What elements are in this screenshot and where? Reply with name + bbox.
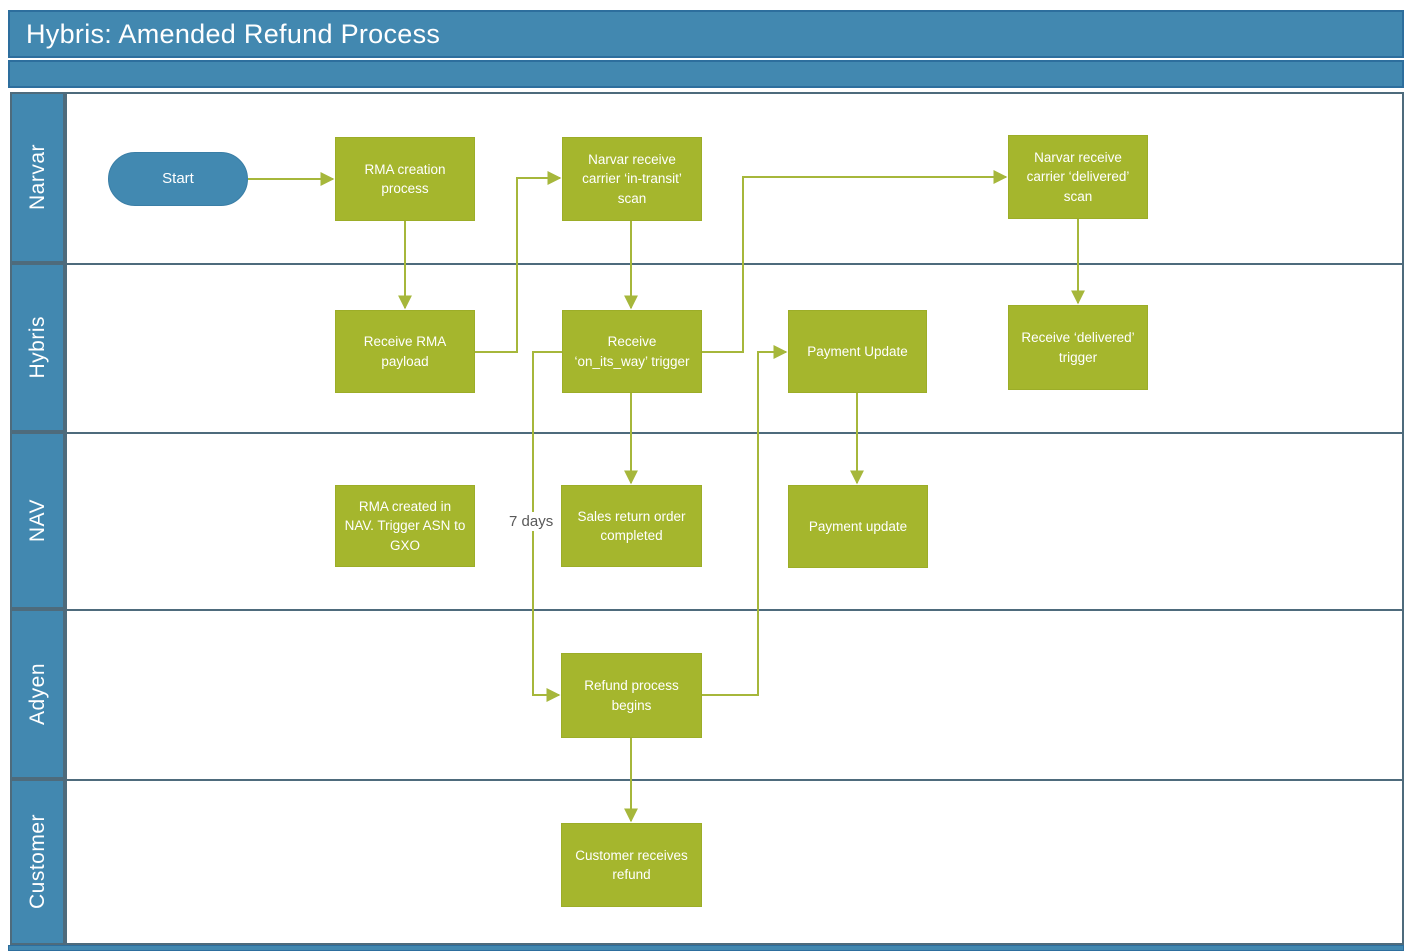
node-label: Sales return order completed	[577, 508, 686, 543]
node-receive-rma-payload: Receive RMA payload	[335, 310, 475, 393]
node-receive-on-its-way-trigger: Receive ‘on_its_way’ trigger	[562, 310, 702, 393]
node-narvar-delivered-scan: Narvar receive carrier ‘delivered’ scan	[1008, 135, 1148, 219]
lane-label-hybris: Hybris	[10, 263, 65, 432]
lane-divider-hybris-nav	[65, 432, 1404, 434]
node-label: Receive ‘delivered’ trigger	[1021, 330, 1135, 365]
lane-label-narvar: Narvar	[10, 92, 65, 263]
node-receive-delivered-trigger: Receive ‘delivered’ trigger	[1008, 305, 1148, 390]
lane-label-text: Hybris	[25, 316, 49, 379]
lane-label-text: Adyen	[25, 662, 49, 726]
lane-label-adyen: Adyen	[10, 609, 65, 779]
node-label: RMA creation process	[364, 161, 446, 196]
node-label: Narvar receive carrier ‘delivered’ scan	[1026, 150, 1130, 204]
node-customer-receives-refund: Customer receives refund	[561, 823, 702, 907]
node-narvar-in-transit-scan: Narvar receive carrier ‘in-transit’ scan	[562, 137, 702, 221]
node-label: Start	[162, 170, 194, 188]
node-rma-created-in-nav: RMA created in NAV. Trigger ASN to GXO	[335, 485, 475, 567]
lane-label-text: Customer	[25, 814, 49, 910]
node-sales-return-order-completed: Sales return order completed	[561, 485, 702, 567]
lane-label-nav: NAV	[10, 432, 65, 609]
node-rma-creation-process: RMA creation process	[335, 137, 475, 221]
node-label: RMA created in NAV. Trigger ASN to GXO	[344, 499, 466, 553]
node-label: Refund process begins	[584, 678, 679, 713]
page-title: Hybris: Amended Refund Process	[26, 18, 441, 49]
node-label: Receive RMA payload	[363, 334, 447, 369]
node-label: Payment Update	[807, 343, 908, 359]
node-label: Receive ‘on_its_way’ trigger	[574, 334, 690, 369]
node-label: Payment update	[808, 518, 908, 534]
node-payment-update-nav: Payment update	[788, 485, 928, 568]
diagram-subtitle-bar	[8, 60, 1404, 88]
node-start: Start	[108, 152, 248, 206]
lane-divider-narvar-hybris	[65, 263, 1404, 265]
lane-label-text: NAV	[25, 498, 49, 543]
lane-divider-nav-adyen	[65, 609, 1404, 611]
lane-label-text: Narvar	[25, 144, 49, 211]
diagram-footer-bar	[8, 945, 1404, 951]
node-refund-process-begins: Refund process begins	[561, 653, 702, 738]
edge-label-7-days: 7 days	[506, 512, 557, 531]
node-label: Narvar receive carrier ‘in-transit’ scan	[582, 152, 682, 206]
diagram-title-bar: Hybris: Amended Refund Process	[8, 10, 1404, 58]
lane-label-customer: Customer	[10, 779, 65, 945]
swimlane-content-area	[65, 92, 1404, 945]
lane-divider-adyen-customer	[65, 779, 1404, 781]
node-payment-update-hybris: Payment Update	[788, 310, 927, 393]
node-label: Customer receives refund	[575, 847, 688, 882]
